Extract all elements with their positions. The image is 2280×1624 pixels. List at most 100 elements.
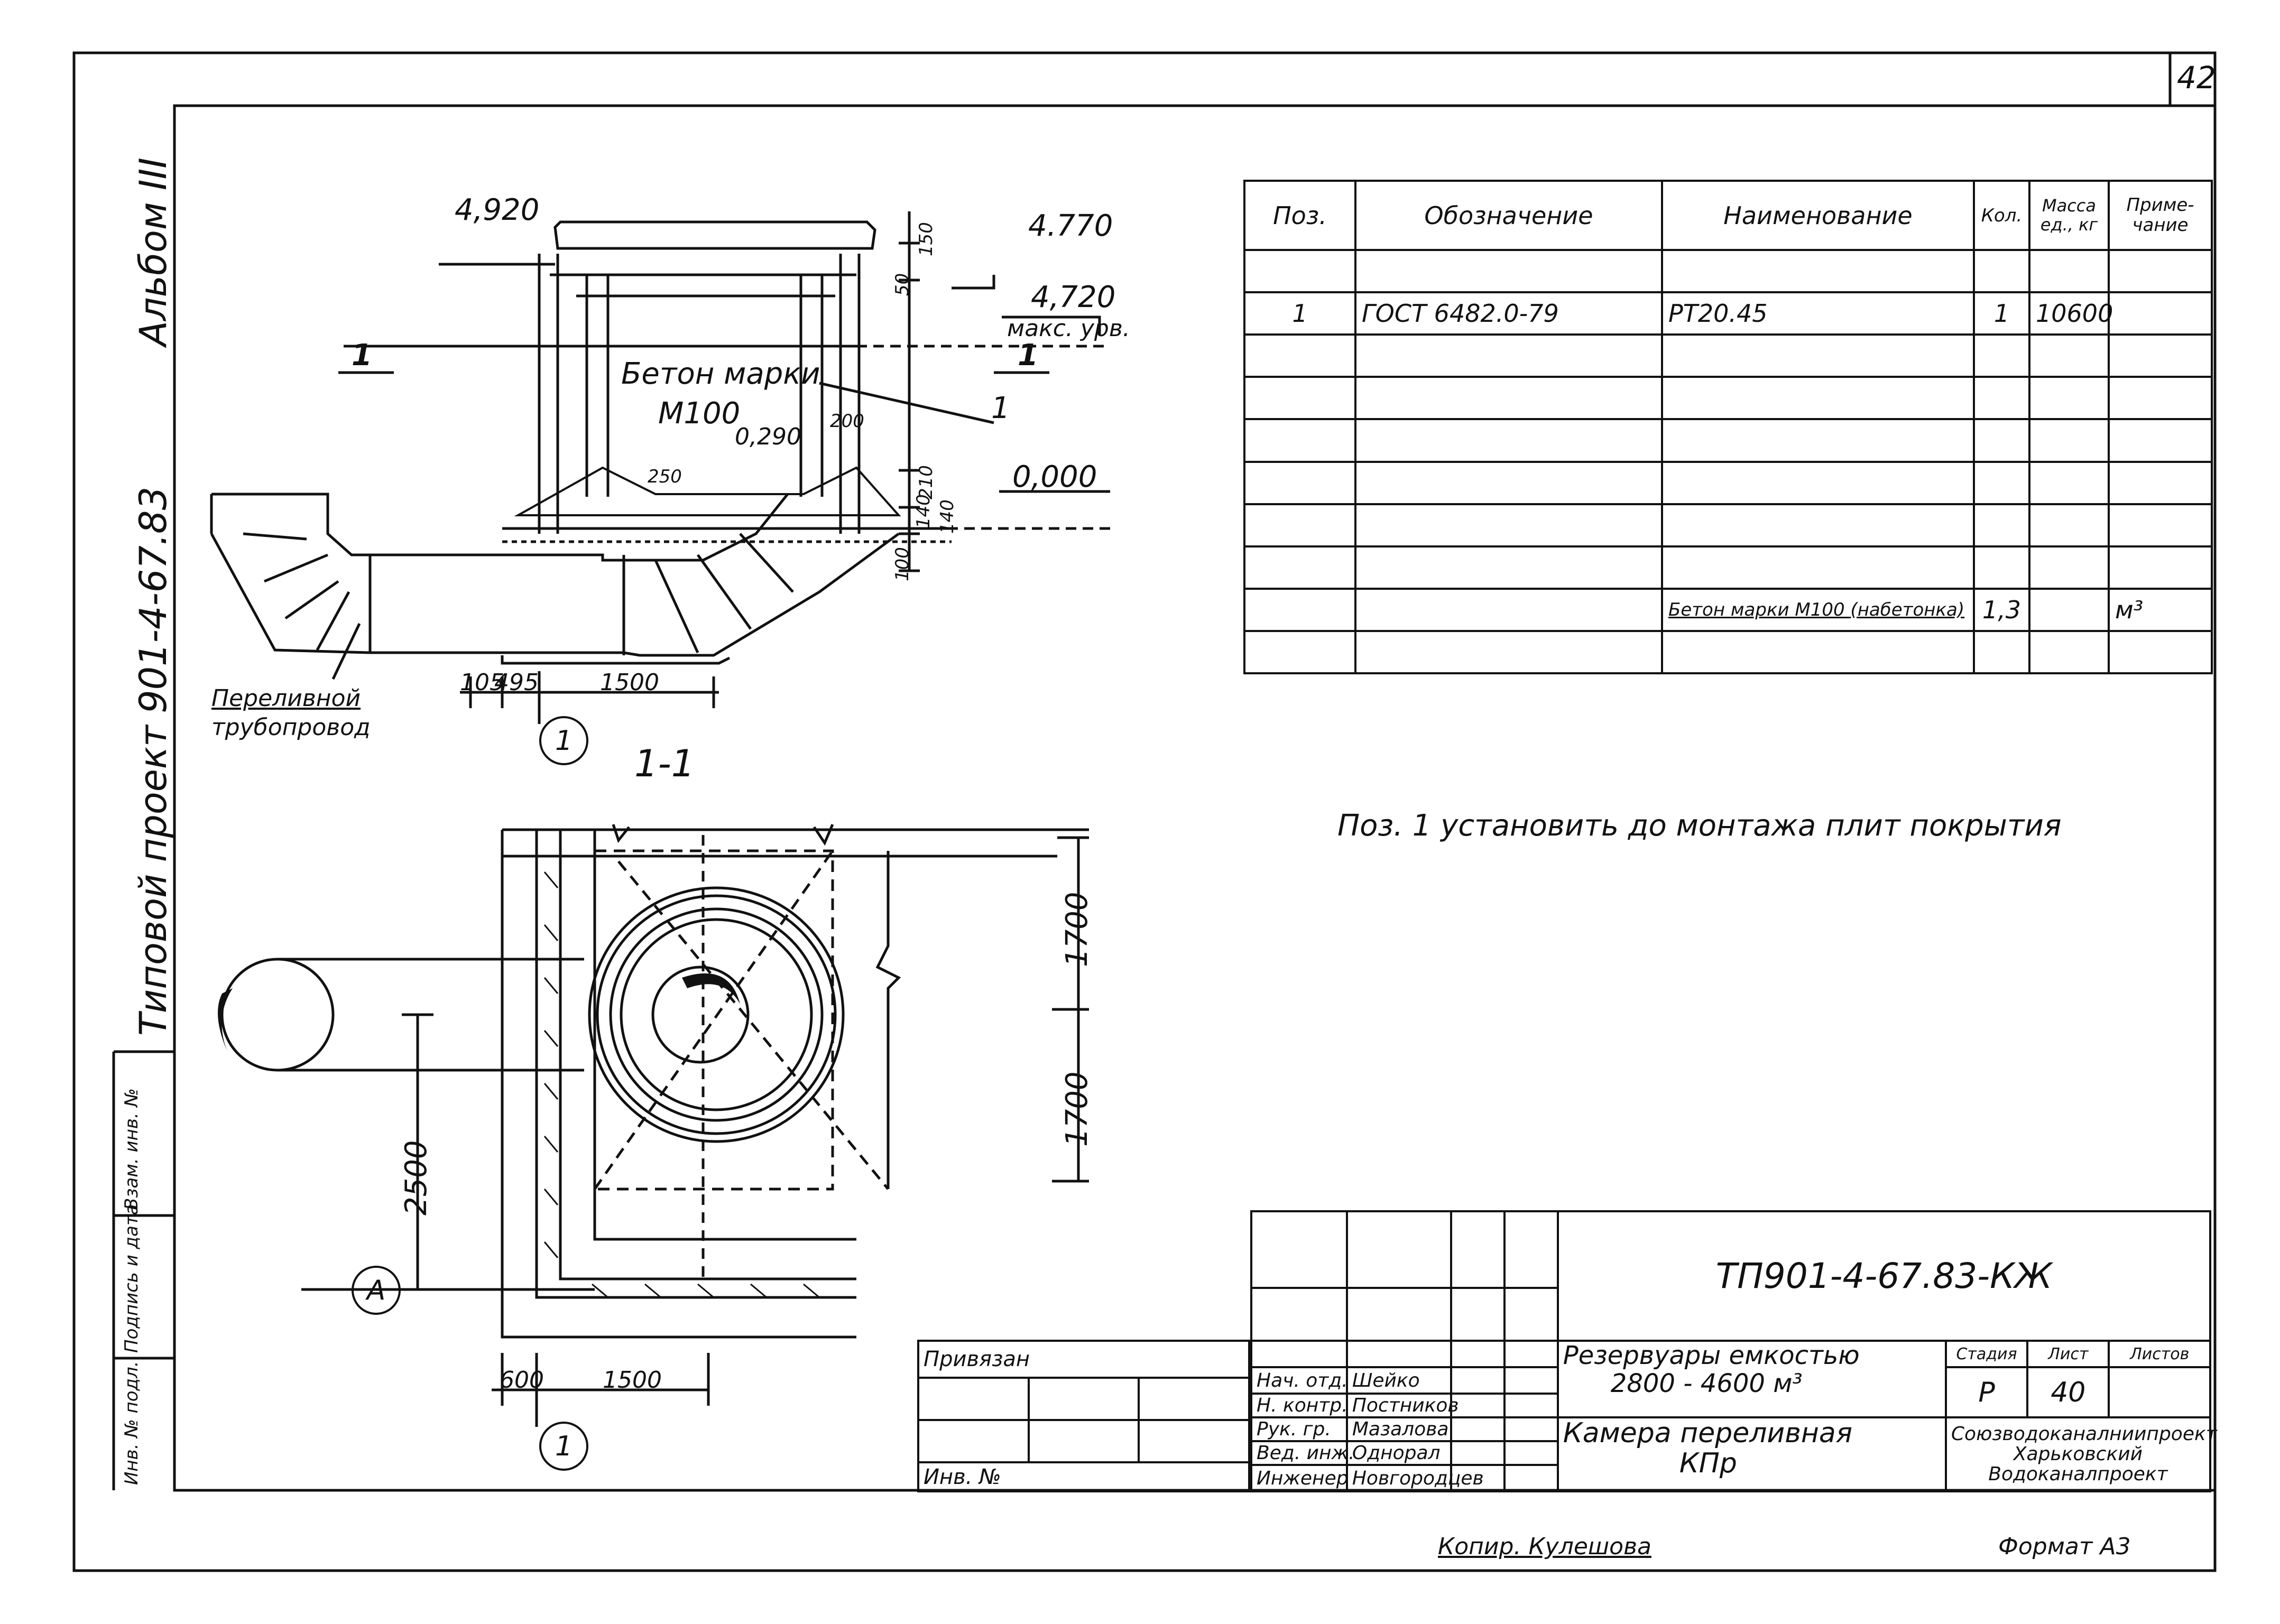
table-cell	[2028, 376, 2110, 421]
axis-bubble-a: А	[352, 1266, 401, 1315]
table-cell	[1661, 629, 1975, 675]
table-cell	[1661, 418, 1975, 463]
spec-header-pos: Поз.	[1243, 179, 1356, 252]
sig-name: Однорал	[1345, 1440, 1452, 1466]
table-cell	[1243, 418, 1356, 463]
inv-label: Инв. №	[917, 1461, 1250, 1492]
page-number-box	[2168, 51, 2217, 107]
sig-name: Постников	[1345, 1393, 1459, 1418]
hdim-495: 495	[494, 669, 539, 696]
sig-role: Н. контр.	[1250, 1393, 1348, 1418]
sheet-title: Камера переливная КПр	[1556, 1416, 1947, 1492]
table-cell	[1973, 629, 2030, 675]
spec-header-qty: Кол.	[1973, 179, 2030, 252]
margin-cell-signature: Подпись и дата	[121, 1204, 142, 1353]
table-cell	[2028, 249, 2110, 294]
table-cell	[1354, 587, 1663, 632]
section-title: 1-1	[634, 742, 695, 785]
table-cell: м³	[2108, 587, 2213, 632]
table-cell	[1243, 587, 1356, 632]
table-row	[1243, 460, 2213, 505]
table-cell	[1243, 333, 1356, 378]
level-max: 4,720	[1031, 280, 1116, 314]
table-cell	[2108, 291, 2213, 336]
bound-label: Привязан	[917, 1340, 1250, 1379]
level-mid: 0,290	[735, 423, 801, 450]
plan-dim-1700-top: 1700	[1060, 892, 1094, 967]
table-cell	[2028, 460, 2110, 505]
page-number: 42	[2177, 60, 2216, 96]
binding-block: Привязан Инв. №	[917, 1340, 1250, 1492]
table-cell	[1661, 333, 1975, 378]
vdim-140: 140	[913, 494, 934, 528]
sheet-value: 40	[2026, 1366, 2110, 1418]
table-cell	[2108, 629, 2213, 675]
table-row	[1243, 418, 2213, 463]
table-cell	[2028, 418, 2110, 463]
table-cell	[2108, 333, 2213, 378]
table-cell	[1354, 545, 1663, 590]
sig-name: Мазалова	[1345, 1416, 1452, 1442]
hdim-105: 105	[460, 669, 504, 696]
vdim-50: 50	[892, 273, 913, 296]
vdim-140b: 140	[937, 499, 958, 534]
table-cell	[1661, 376, 1975, 421]
table-cell: РТ20.45	[1661, 291, 1975, 336]
dim-250: 250	[648, 466, 682, 487]
spec-header-note: Приме- чание	[2108, 179, 2213, 252]
stage-value: Р	[1944, 1366, 2029, 1418]
sheets-value	[2108, 1366, 2211, 1418]
table-cell	[2028, 333, 2110, 378]
sheet-format: Формат А3	[1998, 1533, 2131, 1560]
table-row	[1243, 249, 2213, 294]
concrete-label: Бетон марки	[621, 357, 820, 391]
org-line2: Харьковский	[2013, 1443, 2143, 1465]
vdim-200: 200	[830, 411, 864, 432]
table-cell	[1661, 503, 1975, 547]
vdim-150: 150	[916, 222, 937, 256]
margin-cell-replaced: Взам. инв. №	[121, 1088, 142, 1210]
plan-dim-1500: 1500	[603, 1367, 662, 1394]
table-cell	[1354, 460, 1663, 505]
table-row	[1243, 376, 2213, 421]
concrete-grade: М100	[658, 396, 741, 431]
section-marker-right: 1	[1018, 338, 1038, 373]
organization: Союзводоканалниипроект Харьковский Водок…	[1944, 1416, 2217, 1492]
project-label: Типовой проект 901-4-67.83	[132, 486, 175, 1036]
table-cell	[2108, 503, 2213, 547]
sheets-header: Листов	[2108, 1340, 2211, 1368]
plan-dim-2500: 2500	[399, 1140, 433, 1215]
table-row	[1243, 503, 2213, 547]
level-top-right: 4.770	[1028, 209, 1113, 243]
table-cell	[1661, 460, 1975, 505]
table-cell	[1354, 376, 1663, 421]
section-marker-left: 1	[352, 338, 372, 373]
table-cell	[1354, 418, 1663, 463]
table-cell	[2108, 545, 2213, 590]
table-cell: 1	[1973, 291, 2030, 336]
spec-header-mass: Масса ед., кг	[2028, 179, 2110, 252]
table-cell	[1973, 376, 2030, 421]
table-cell	[1354, 629, 1663, 675]
vdim-100: 100	[892, 547, 913, 581]
copied-by: Копир. Кулешова	[1438, 1533, 1651, 1560]
table-cell	[1354, 333, 1663, 378]
table-cell	[1354, 249, 1663, 294]
table-row	[1243, 545, 2213, 590]
table-cell	[2108, 418, 2213, 463]
table-cell	[2108, 249, 2213, 294]
table-cell	[1243, 629, 1356, 675]
object-line1: Резервуары емкостью	[1563, 1341, 1860, 1370]
org-line3: Водоканалпроект	[1988, 1463, 2168, 1485]
table-row	[1243, 333, 2213, 378]
pipe-end-fill	[218, 988, 233, 1052]
table-cell	[2108, 460, 2213, 505]
level-max-note: макс. урв.	[1007, 315, 1130, 342]
object-name: Резервуары емкостью 2800 - 4600 м³	[1556, 1340, 1947, 1418]
table-cell: Бетон марки М100 (набетонка)	[1661, 587, 1975, 632]
spec-header-designation: Обозначение	[1354, 179, 1663, 252]
installation-note: Поз. 1 установить до монтажа плит покрыт…	[1337, 809, 2062, 843]
table-cell	[1243, 545, 1356, 590]
margin-cell-inv: Инв. № подл.	[121, 1361, 142, 1485]
